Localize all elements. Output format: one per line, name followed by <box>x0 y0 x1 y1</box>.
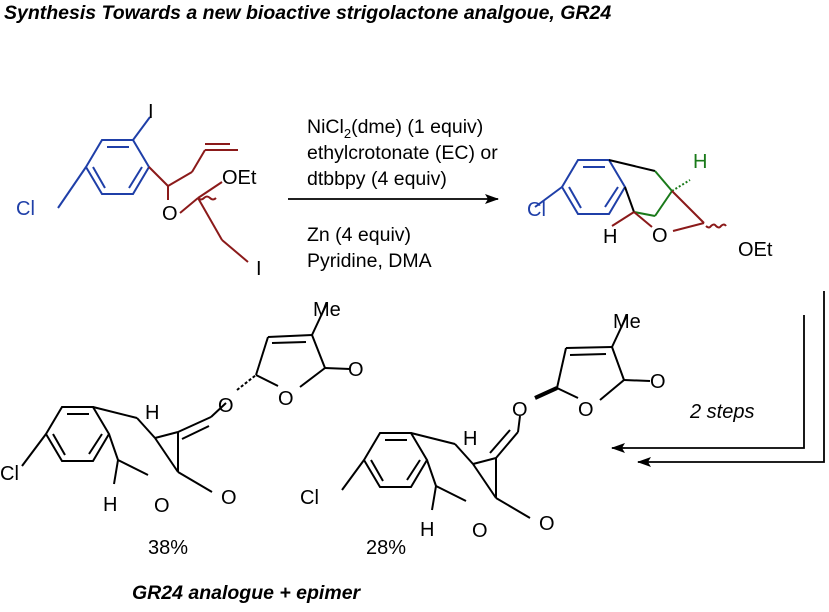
atom-chloro-product: Cl <box>527 199 546 221</box>
conditions-line-5: Pyridine, DMA <box>307 250 432 272</box>
atom-h-ring-fusion-bottom: H <box>603 226 617 248</box>
page-title: Synthesis Towards a new bioactive strigo… <box>4 2 612 24</box>
atom-chloro-aryl: Cl <box>16 198 35 220</box>
a1-atom-methyl: Me <box>313 299 341 321</box>
product <box>534 159 727 232</box>
a1-atom-carbonyl-oxygen: O <box>221 487 237 509</box>
atom-furan-oxygen: O <box>652 225 668 247</box>
yield-second: 28% <box>366 537 407 559</box>
product-ring-fusion-bonds <box>633 170 691 217</box>
atom-product-ethoxy: OEt <box>738 239 773 261</box>
a2-atom-lactone-oxygen: O <box>472 520 488 542</box>
analogue-1 <box>21 302 351 493</box>
steps-label: 2 steps <box>689 401 754 423</box>
conditions-line-3: dtbbpy (4 equiv) <box>307 168 447 190</box>
atom-ethoxy: OEt <box>222 167 257 189</box>
a1-atom-h-bottom: H <box>103 494 117 516</box>
reagent-suffix: (dme) (1 equiv) <box>351 116 484 138</box>
return-arrow <box>611 291 825 467</box>
a2-atom-h-top: H <box>463 428 477 450</box>
a2-benzene-ring <box>362 432 429 488</box>
conditions-line-2: ethylcrotonate (EC) or <box>307 142 498 164</box>
a1-atom-butenolide-carbonyl: O <box>348 359 364 381</box>
a2-benzene-double-bonds <box>370 439 421 482</box>
caption: GR24 analogue + epimer <box>132 582 361 604</box>
a1-benzene-ring <box>44 406 111 462</box>
a2-atom-butenolide-carbonyl: O <box>650 371 666 393</box>
a2-atom-enol-ether-oxygen: O <box>512 399 528 421</box>
a2-atom-chloro: Cl <box>300 487 319 509</box>
a2-atom-carbonyl-oxygen: O <box>539 513 555 535</box>
a1-atom-chloro: Cl <box>0 463 19 485</box>
reagent-subscript: 2 <box>343 125 352 141</box>
a1-atom-lactone-oxygen: O <box>154 495 170 517</box>
a2-atom-h-bottom: H <box>420 519 434 541</box>
a2-atom-butenolide-oxygen: O <box>578 399 594 421</box>
atom-ether-oxygen: O <box>162 203 178 225</box>
atom-h-ring-fusion-top: H <box>693 151 707 173</box>
atom-iodo-aryl: I <box>148 101 154 123</box>
conditions-line-4: Zn (4 equiv) <box>307 224 412 246</box>
yield-first: 38% <box>148 537 189 559</box>
sm-side-chain <box>148 143 249 263</box>
a1-atom-butenolide-oxygen: O <box>278 388 294 410</box>
sm-benzene-ring <box>57 116 151 209</box>
a1-atom-enol-ether-oxygen: O <box>218 395 234 417</box>
starting-material <box>57 116 249 263</box>
a1-benzene-double-bonds <box>52 413 103 456</box>
analogue-2 <box>341 314 651 519</box>
product-benzene-ring <box>534 159 627 215</box>
a2-atom-methyl: Me <box>613 311 641 333</box>
product-cyclopentane <box>608 159 656 213</box>
a1-atom-h-top: H <box>145 402 159 424</box>
conditions-line-1: NiCl2(dme) (1 equiv) <box>307 114 483 147</box>
reagent-prefix: NiCl <box>307 116 344 138</box>
atom-iodo-alkyl: I <box>256 258 262 280</box>
product-furan-ring <box>611 190 727 232</box>
